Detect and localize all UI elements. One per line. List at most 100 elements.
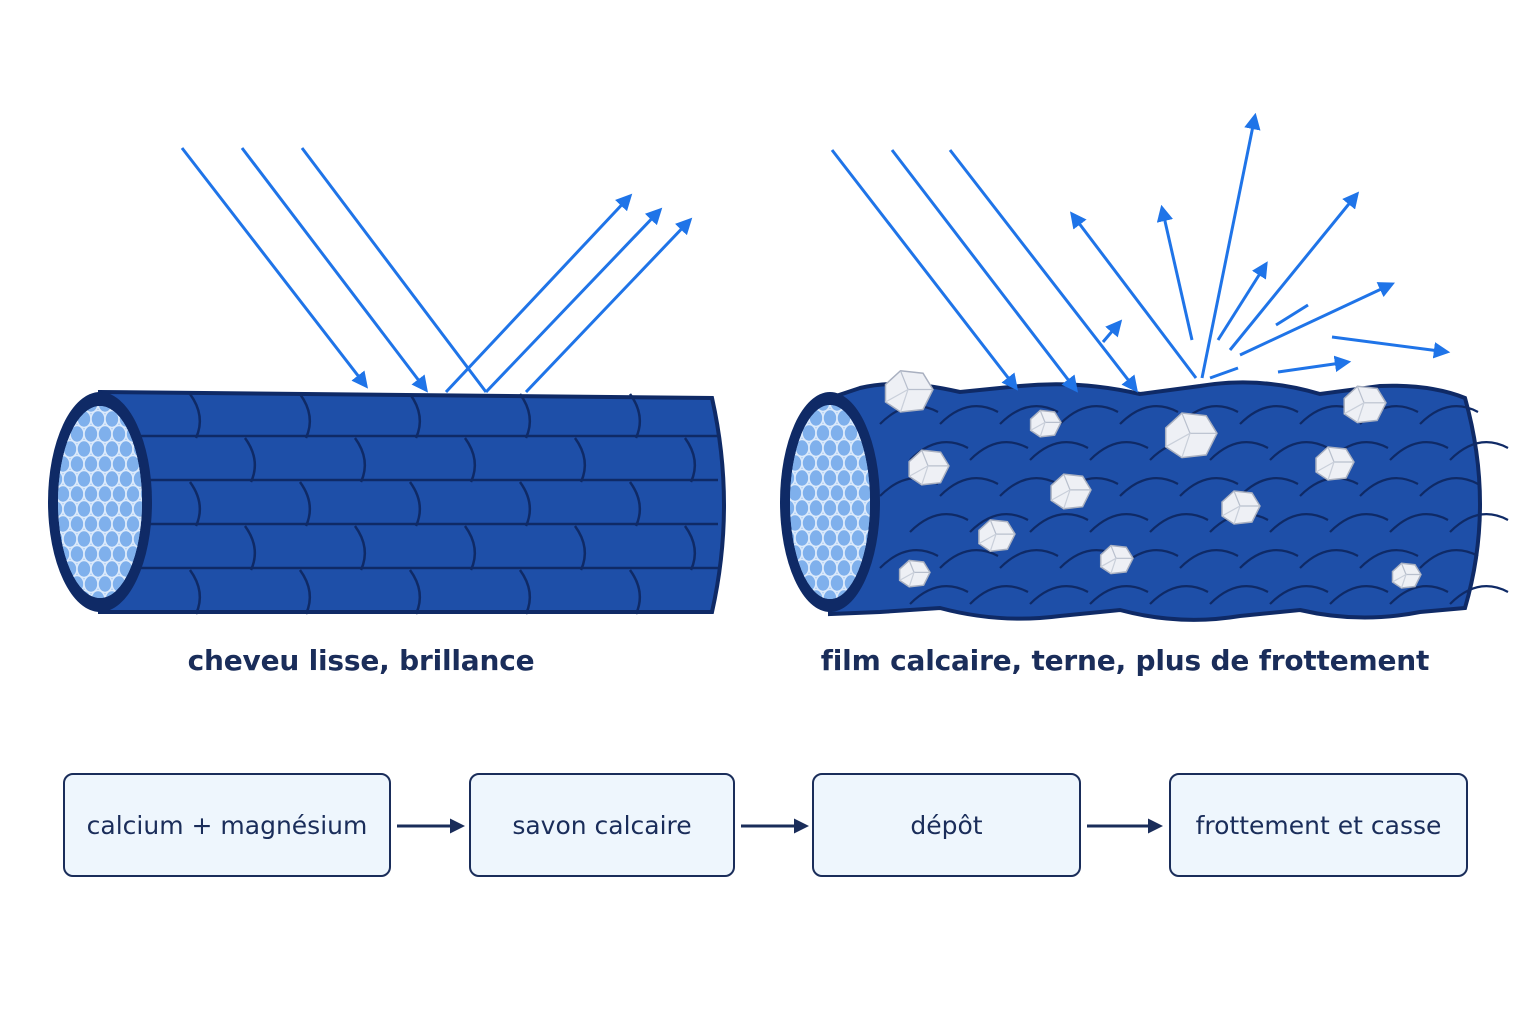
rough-scale-edge — [1239, 405, 1299, 425]
rough-scale-edge — [999, 405, 1059, 425]
cuticle-scale-edge — [628, 481, 642, 527]
incident-ray-3 — [300, 147, 488, 393]
cuticle-scale-edge — [518, 569, 532, 615]
core-cell — [90, 529, 106, 549]
rough-scale-edge — [1389, 441, 1449, 461]
core-cell — [822, 558, 838, 578]
limescale-crystal — [884, 369, 934, 413]
rough-scale-edge — [879, 549, 939, 569]
core-cell — [104, 439, 120, 459]
rough-scale-edge — [1449, 513, 1509, 533]
core-cell — [794, 498, 810, 518]
core-cell — [132, 499, 142, 519]
core-cell — [790, 405, 803, 413]
core-cell — [62, 499, 78, 519]
cuticle-scale-edge — [298, 393, 312, 439]
rough-scale-edge — [1329, 513, 1389, 533]
core-cell — [118, 529, 134, 549]
core-cell — [90, 469, 106, 489]
rough-scale-edge — [1389, 513, 1449, 533]
flow-step-friction-breakage: frottement et casse — [1169, 773, 1468, 877]
core-cell — [69, 514, 85, 534]
scattered-ray-3 — [1200, 112, 1261, 379]
rough-scale-edge — [1299, 549, 1359, 569]
rough-scale-edge — [1329, 585, 1389, 605]
rough-scale-edge — [1089, 513, 1149, 533]
core-cell — [104, 499, 120, 519]
rough-scale-edge — [1149, 585, 1209, 605]
cuticle-scale-edge — [188, 569, 202, 615]
core-cell — [801, 543, 817, 563]
core-cell — [843, 453, 859, 473]
core-cell — [808, 498, 824, 518]
core-cell — [97, 514, 113, 534]
rough-scale-edge — [1029, 513, 1089, 533]
core-cell — [829, 573, 845, 593]
core-cell — [97, 574, 113, 594]
rough-scale-edge — [999, 477, 1059, 497]
core-cell — [836, 498, 852, 518]
reflected-ray-3 — [524, 217, 693, 394]
rough-scale-edge — [1419, 549, 1479, 569]
core-cell — [118, 469, 134, 489]
core-cell — [104, 469, 120, 489]
core-cell — [111, 424, 127, 444]
incident-ray-2 — [240, 147, 428, 393]
cuticle-scale-edge — [518, 481, 532, 527]
core-cell — [58, 406, 71, 414]
core-cell — [104, 529, 120, 549]
core-cell — [801, 513, 817, 533]
core-cell — [829, 423, 845, 443]
incident-ray-2 — [890, 149, 1079, 393]
rough-scale-edge — [1269, 441, 1329, 461]
cuticle-scale-edge — [408, 569, 422, 615]
core-cell — [83, 424, 99, 444]
core-cell — [139, 514, 142, 534]
cuticle-scale-edge — [628, 569, 642, 615]
core-cell — [790, 408, 796, 428]
core-cell — [58, 409, 64, 429]
cuticle-scale-edge — [573, 437, 587, 483]
core-cell — [843, 513, 859, 533]
core-cell — [850, 468, 866, 488]
cuticle-scale-edge — [243, 437, 257, 483]
core-cell — [125, 514, 141, 534]
core-cell — [815, 513, 831, 533]
rough-scale-edge — [909, 513, 969, 533]
core-cell — [815, 483, 831, 503]
core-cell — [790, 588, 796, 599]
core-cell — [111, 544, 127, 564]
limescale-crystal — [1050, 473, 1092, 510]
core-cell — [104, 559, 120, 579]
rough-scale-edge — [1179, 477, 1239, 497]
rough-scale-edge — [1449, 585, 1509, 605]
core-cell — [90, 559, 106, 579]
core-cell — [83, 544, 99, 564]
core-cell — [83, 454, 99, 474]
core-cell — [864, 498, 870, 518]
rough-scale-edge — [1149, 513, 1209, 533]
core-cell — [83, 484, 99, 504]
rough-scale-edge — [1029, 585, 1089, 605]
core-cell — [69, 454, 85, 474]
cuticle-scale-edge — [463, 437, 477, 483]
core-cell — [808, 558, 824, 578]
rough-scale-edge — [969, 513, 1029, 533]
limescale-crystal — [1343, 385, 1387, 424]
core-cell — [815, 423, 831, 443]
rough-scale-edge — [1179, 549, 1239, 569]
core-cell — [111, 484, 127, 504]
core-cell — [62, 529, 78, 549]
core-cell — [90, 409, 106, 429]
core-cell — [97, 544, 113, 564]
rough-scale-edge — [1419, 405, 1479, 425]
core-cell — [850, 498, 866, 518]
scattered-ray-11 — [1209, 366, 1239, 380]
rough-scale-edge — [1449, 441, 1509, 461]
core-cell — [76, 469, 92, 489]
core-cell — [69, 484, 85, 504]
core-cell — [801, 483, 817, 503]
reflected-ray-2 — [484, 207, 663, 394]
core-cell — [822, 438, 838, 458]
cuticle-scale-edge — [518, 393, 532, 439]
